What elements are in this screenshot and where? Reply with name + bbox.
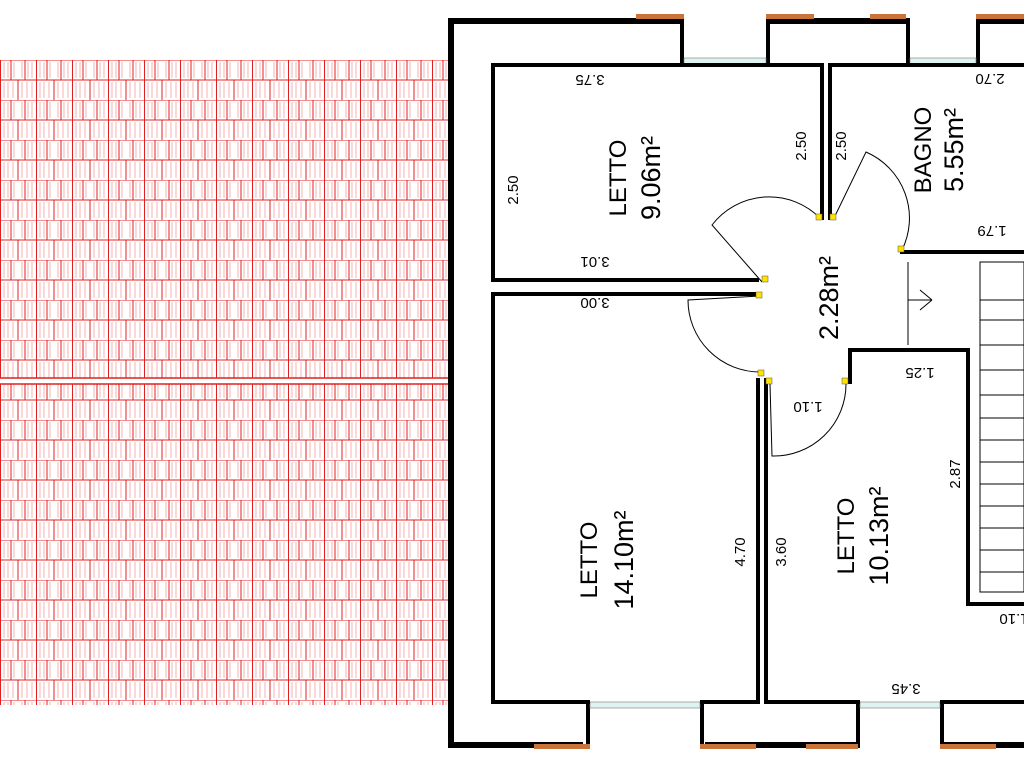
exterior-walls — [448, 18, 1024, 748]
staircase — [907, 261, 1024, 593]
dim-bedroom-right-height-left: 3.60 — [773, 537, 790, 566]
dim-bedroom-left-top: 3.00 — [580, 294, 609, 311]
bedroom-left-name: LETTO — [576, 522, 603, 599]
dim-bedroom-top-height-right: 2.50 — [793, 131, 810, 160]
dim-bedroom-left-height: 4.70 — [732, 537, 749, 566]
hallway-area: 2.28m² — [814, 256, 844, 340]
roof-tiles — [0, 60, 448, 705]
dim-bedroom-top-bottom: 3.01 — [580, 253, 609, 270]
dimension-labels: 3.75 2.50 2.50 3.01 2.70 2.50 1.79 3.00 … — [505, 70, 1024, 697]
dim-bedroom-right-bottom: 3.45 — [891, 680, 920, 697]
dim-bedroom-right-height-right: 2.87 — [947, 459, 964, 488]
bedroom-left-area: 14.10m² — [609, 510, 639, 609]
dim-bathroom-height: 2.50 — [833, 131, 850, 160]
bathroom-name: BAGNO — [910, 107, 937, 194]
dim-bedroom-top-width: 3.75 — [575, 71, 604, 88]
bedroom-top-area: 9.06m² — [636, 136, 666, 220]
dim-bathroom-bottom: 1.79 — [977, 222, 1006, 239]
dim-bedroom-right-top: 1.25 — [905, 364, 934, 381]
dim-bathroom-width: 2.70 — [975, 70, 1004, 87]
doors — [687, 151, 910, 457]
bedroom-right-area: 10.13m² — [864, 486, 894, 585]
bedroom-right-name: LETTO — [833, 498, 860, 575]
room-labels: LETTO 9.06m² BAGNO 5.55m² 2.28m² LETTO 1… — [576, 107, 969, 610]
bathroom-area: 5.55m² — [939, 108, 969, 192]
bedroom-top-name: LETTO — [605, 140, 632, 217]
interior-walls — [491, 63, 1024, 704]
dim-door-width: 1.10 — [793, 398, 822, 415]
windows — [534, 14, 1024, 749]
dim-stair-bottom: 1.10 — [999, 610, 1024, 627]
dim-bedroom-top-height-left: 2.50 — [505, 175, 522, 204]
